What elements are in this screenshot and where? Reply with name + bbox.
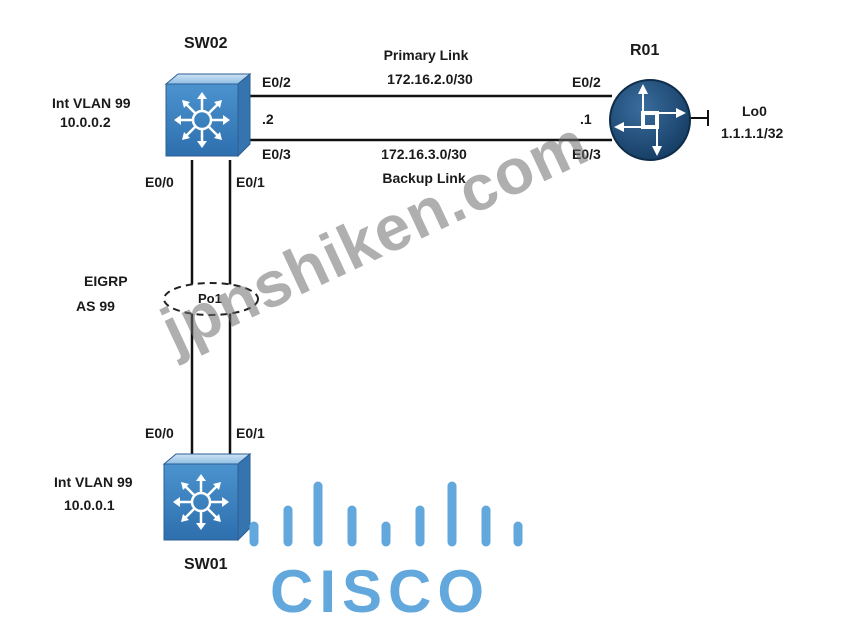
primary-link-name: Primary Link	[383, 47, 469, 63]
sw02-port-e00: E0/0	[145, 174, 174, 190]
backup-link-subnet: 172.16.3.0/30	[381, 146, 467, 162]
portchannel-as: AS 99	[76, 298, 115, 314]
sw02-port-e03: E0/3	[262, 146, 291, 162]
sw01-layer3-switch-icon	[162, 452, 252, 542]
r01-name: R01	[630, 42, 660, 59]
r01-port-e02: E0/2	[572, 74, 601, 90]
r01-loopback-ip: 1.1.1.1/32	[721, 125, 784, 141]
sw02-vlan-label: Int VLAN 99	[52, 95, 131, 111]
sw01-vlan-label: Int VLAN 99	[54, 474, 133, 490]
r01-loopback-name: Lo0	[742, 103, 767, 119]
sw01-port-e01: E0/1	[236, 425, 265, 441]
portchannel-name: Po1	[198, 291, 222, 306]
sw02-layer3-switch-icon	[164, 72, 252, 158]
portchannel-protocol: EIGRP	[84, 273, 128, 289]
sw02-port-e02: E0/2	[262, 74, 291, 90]
sw02-name: SW02	[184, 35, 228, 52]
cisco-logo-text: CISCO	[270, 558, 491, 625]
r01-router-icon	[609, 79, 691, 161]
r01-port-e03: E0/3	[572, 146, 601, 162]
primary-link-subnet: 172.16.2.0/30	[387, 71, 473, 87]
sw01-port-e00: E0/0	[145, 425, 174, 441]
portchannel-ellipse	[163, 282, 259, 316]
sw02-port-e01: E0/1	[236, 174, 265, 190]
r01-host-octet: .1	[580, 111, 592, 127]
cisco-logo-bars-icon	[249, 481, 523, 547]
sw01-vlan-ip: 10.0.0.1	[64, 497, 115, 513]
sw01-name: SW01	[184, 556, 228, 573]
sw02-vlan-ip: 10.0.0.2	[60, 114, 111, 130]
sw02-host-octet: .2	[262, 111, 274, 127]
backup-link-name: Backup Link	[382, 170, 466, 186]
